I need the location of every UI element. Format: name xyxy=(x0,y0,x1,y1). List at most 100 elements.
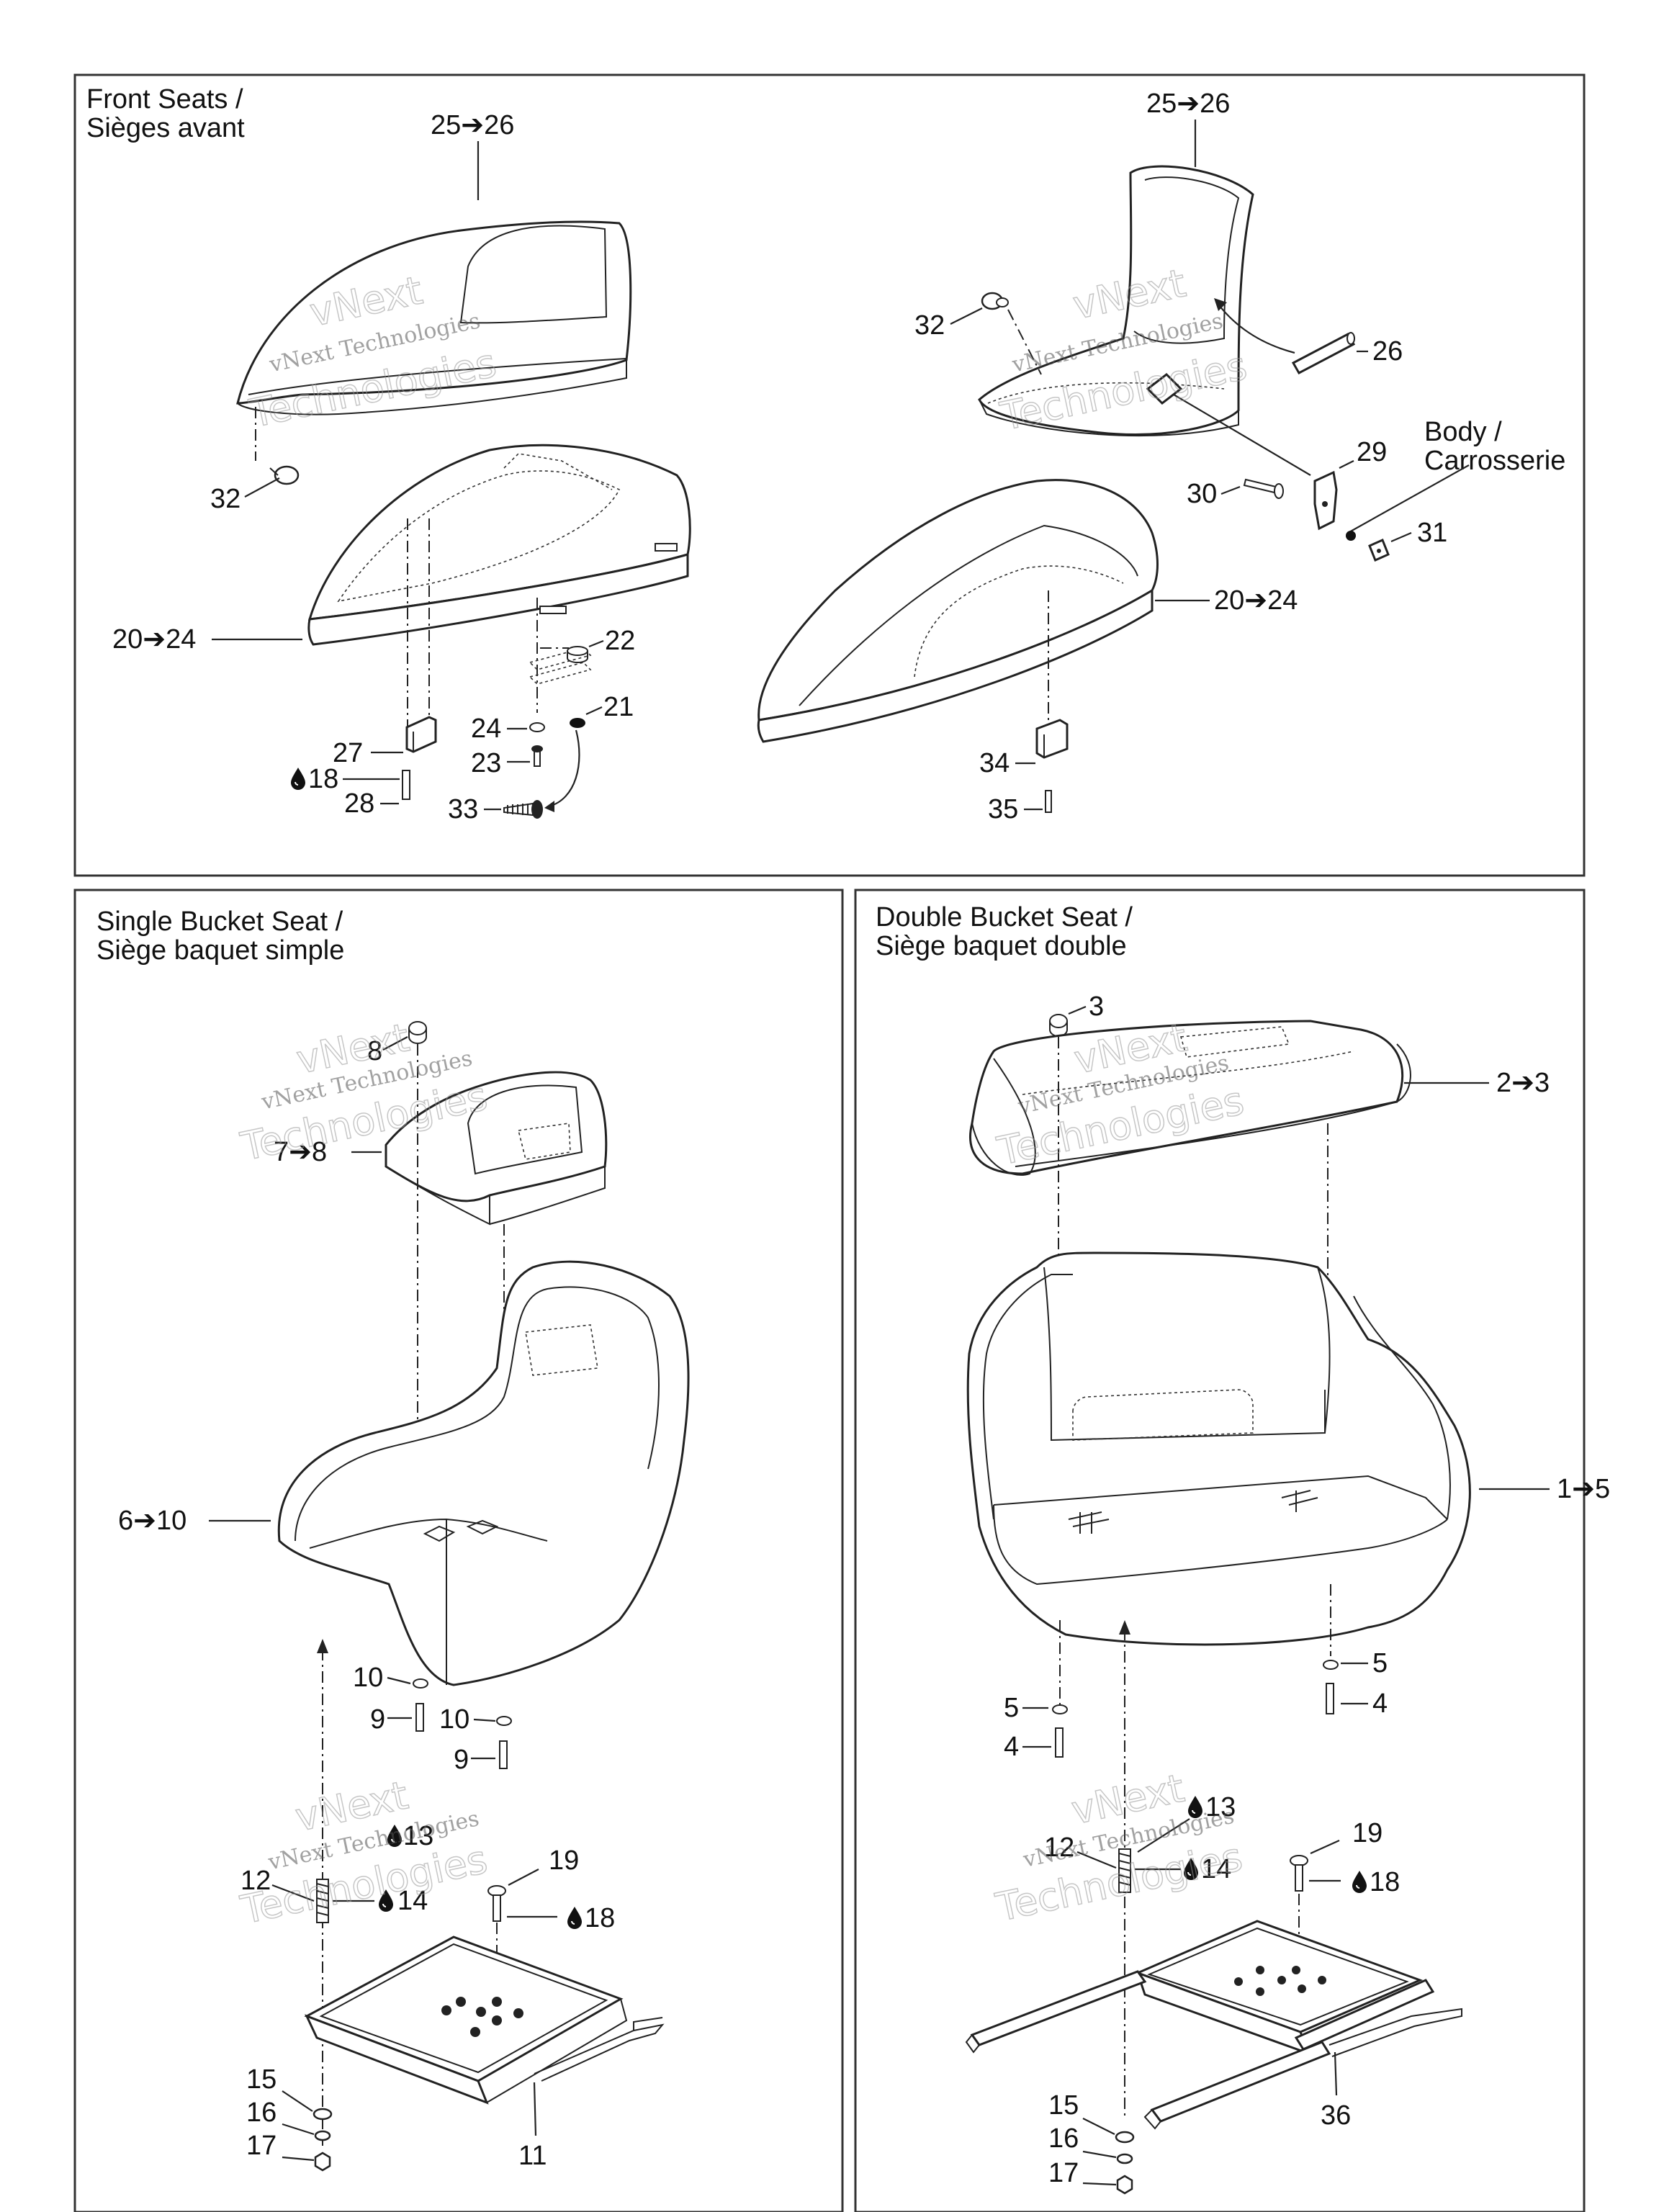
callout-17: 17 xyxy=(246,2131,276,2161)
front-left-mount-plate xyxy=(529,647,592,685)
front-seats-title: Front Seats / xyxy=(86,84,243,114)
callout-1-5: 1➔5 xyxy=(1557,1474,1610,1504)
callout-34: 34 xyxy=(979,748,1010,778)
body-label: Body / xyxy=(1424,417,1502,447)
callout-7-8: 7➔8 xyxy=(274,1137,327,1167)
callout-11: 11 xyxy=(518,2141,547,2171)
double-backrest-2 xyxy=(969,1020,1411,1176)
double-slide-base-36 xyxy=(965,1920,1462,2130)
front-right-plate-31 xyxy=(1368,538,1390,562)
callout-4a: 4 xyxy=(1004,1732,1019,1762)
callout-22: 22 xyxy=(605,626,635,656)
callout-3: 3 xyxy=(1089,992,1104,1022)
single-bolt-9b xyxy=(499,1740,508,1769)
double-screw-19 xyxy=(1290,1855,1308,1892)
single-washer-10a xyxy=(413,1678,428,1689)
callout-19-double: 19 xyxy=(1352,1818,1382,1848)
single-backrest-7 xyxy=(385,1071,608,1226)
callout-15-double: 15 xyxy=(1048,2090,1079,2121)
front-left-washer-24 xyxy=(529,722,545,732)
front-right-bracket-29 xyxy=(1313,470,1338,531)
callout-30: 30 xyxy=(1187,479,1217,509)
single-bucket-subtitle: Siège baquet simple xyxy=(96,935,344,966)
single-washer-16 xyxy=(314,2130,331,2141)
front-right-nut xyxy=(1346,531,1356,541)
callout-32: 32 xyxy=(210,484,240,514)
callout-2-3: 2➔3 xyxy=(1496,1068,1550,1098)
callout-10a: 10 xyxy=(353,1663,383,1693)
single-screw-19 xyxy=(487,1885,506,1922)
callout-15: 15 xyxy=(246,2064,276,2095)
callout-9b: 9 xyxy=(454,1745,469,1775)
callout-26: 26 xyxy=(1372,336,1403,367)
callout-12-double: 12 xyxy=(1044,1833,1074,1863)
front-left-washer-22 xyxy=(567,646,588,663)
double-bolt-3 xyxy=(1049,1014,1068,1037)
front-right-rod-26 xyxy=(1291,332,1356,375)
single-slide-base-11 xyxy=(304,1936,665,2105)
callout-35: 35 xyxy=(988,794,1018,824)
callout-14: 14 xyxy=(397,1886,428,1916)
single-bucket-title: Single Bucket Seat / xyxy=(96,907,343,937)
callout-27: 27 xyxy=(333,738,363,768)
callout-28: 28 xyxy=(344,788,374,819)
callout-18: 18 xyxy=(308,764,338,794)
double-bucket-subtitle: Siège baquet double xyxy=(876,931,1127,961)
front-right-screw-32 xyxy=(981,292,1009,310)
front-left-screw-32 xyxy=(269,465,300,485)
watermark-6: vNext vNext Technologies Technologies xyxy=(992,1765,1247,1931)
double-washer-15 xyxy=(1115,2131,1135,2144)
double-washer-5a xyxy=(1052,1704,1068,1714)
callout-25-26-right: 25➔26 xyxy=(1146,89,1230,119)
single-washer-10b xyxy=(496,1716,512,1726)
callout-16-double: 16 xyxy=(1048,2123,1079,2154)
droplet-icon xyxy=(290,767,306,791)
callout-24: 24 xyxy=(471,714,501,744)
callout-36: 36 xyxy=(1321,2100,1351,2131)
double-bolt-4a xyxy=(1055,1727,1064,1758)
single-nut-17 xyxy=(314,2152,331,2172)
callout-31: 31 xyxy=(1417,518,1447,548)
callout-6-10: 6➔10 xyxy=(118,1506,186,1536)
callout-21: 21 xyxy=(603,692,634,722)
front-left-screw-33 xyxy=(503,800,543,819)
front-left-backrest xyxy=(236,220,632,415)
double-washer-16 xyxy=(1116,2153,1133,2164)
front-right-bracket-34 xyxy=(1035,719,1069,759)
carrosserie-label: Carrosserie xyxy=(1424,446,1565,476)
double-bucket-title: Double Bucket Seat / xyxy=(876,902,1133,932)
front-seats-panel xyxy=(73,73,1586,877)
callout-25-26: 25➔26 xyxy=(431,110,514,140)
callout-18-double: 18 xyxy=(1370,1867,1400,1897)
callout-33: 33 xyxy=(448,794,478,824)
callout-18-single: 18 xyxy=(585,1903,615,1933)
single-stud-12 xyxy=(316,1879,329,1923)
front-left-nut-21 xyxy=(570,718,585,728)
double-bolt-4b xyxy=(1326,1683,1334,1714)
front-right-cushion xyxy=(757,479,1159,743)
double-bucket-panel xyxy=(854,889,1586,2212)
callout-29: 29 xyxy=(1357,437,1387,467)
callout-9a: 9 xyxy=(370,1704,385,1735)
double-nut-17 xyxy=(1116,2175,1133,2195)
front-right-clip xyxy=(1146,373,1183,405)
callout-32-right: 32 xyxy=(914,310,945,341)
callout-16: 16 xyxy=(246,2098,276,2128)
front-right-rivet-30 xyxy=(1243,478,1284,499)
front-left-cushion xyxy=(307,444,691,646)
front-right-screw-35 xyxy=(1045,790,1052,813)
single-washer-15 xyxy=(313,2108,333,2121)
callout-14-double: 14 xyxy=(1201,1854,1231,1884)
front-left-screw-23 xyxy=(531,745,543,767)
droplet-icon xyxy=(1352,1870,1367,1894)
callout-12: 12 xyxy=(240,1866,271,1896)
callout-4b: 4 xyxy=(1372,1689,1388,1719)
callout-10b: 10 xyxy=(439,1704,469,1735)
callout-17-double: 17 xyxy=(1048,2158,1079,2188)
watermark-5: vNext vNext Technologies Technologies xyxy=(236,1772,492,1934)
single-bolt-8 xyxy=(408,1021,427,1044)
single-bolt-9a xyxy=(415,1703,424,1732)
callout-20-24: 20➔24 xyxy=(112,624,196,655)
callout-8: 8 xyxy=(367,1036,382,1066)
callout-13-double: 13 xyxy=(1205,1792,1236,1822)
